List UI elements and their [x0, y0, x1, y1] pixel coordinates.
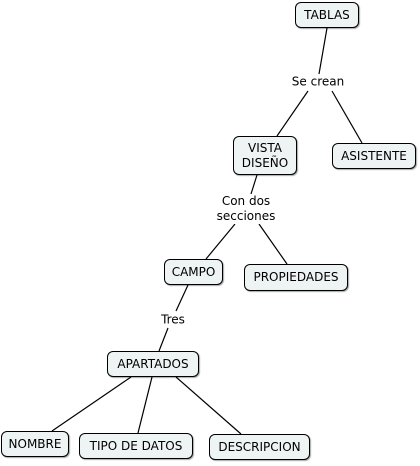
node-apartados[interactable]: APARTADOS [107, 351, 199, 377]
edge-con-dos-campo [205, 223, 236, 260]
node-descripcion[interactable]: DESCRIPCION [209, 434, 310, 460]
edge-se-crean-vista-diseno [276, 90, 309, 137]
node-tablas[interactable]: TABLAS [295, 2, 359, 28]
edge-apartados-descripcion [175, 376, 242, 435]
edge-apartados-nombre [51, 376, 132, 432]
link-label-se-crean: Se crean [291, 74, 345, 90]
node-tipo-de-datos[interactable]: TIPO DE DATOS [79, 433, 193, 459]
edge-vista-diseno-con-dos [250, 174, 258, 195]
node-campo[interactable]: CAMPO [164, 259, 223, 285]
edge-campo-tres [175, 284, 189, 312]
node-nombre[interactable]: NOMBRE [1, 431, 69, 457]
edge-tres-apartados [158, 327, 169, 352]
node-vista-diseno[interactable]: VISTA DISEÑO [233, 136, 297, 175]
link-label-tres: Tres [161, 312, 185, 328]
edge-se-crean-asistente [331, 90, 363, 144]
edge-con-dos-propiedades [258, 223, 288, 265]
link-label-con-dos-secciones: Con dos secciones [216, 194, 276, 224]
node-propiedades[interactable]: PROPIEDADES [244, 264, 348, 291]
node-asistente[interactable]: ASISTENTE [332, 143, 416, 169]
edge-apartados-tipo-de-datos [137, 376, 153, 434]
edge-tablas-se-crean [318, 27, 328, 75]
